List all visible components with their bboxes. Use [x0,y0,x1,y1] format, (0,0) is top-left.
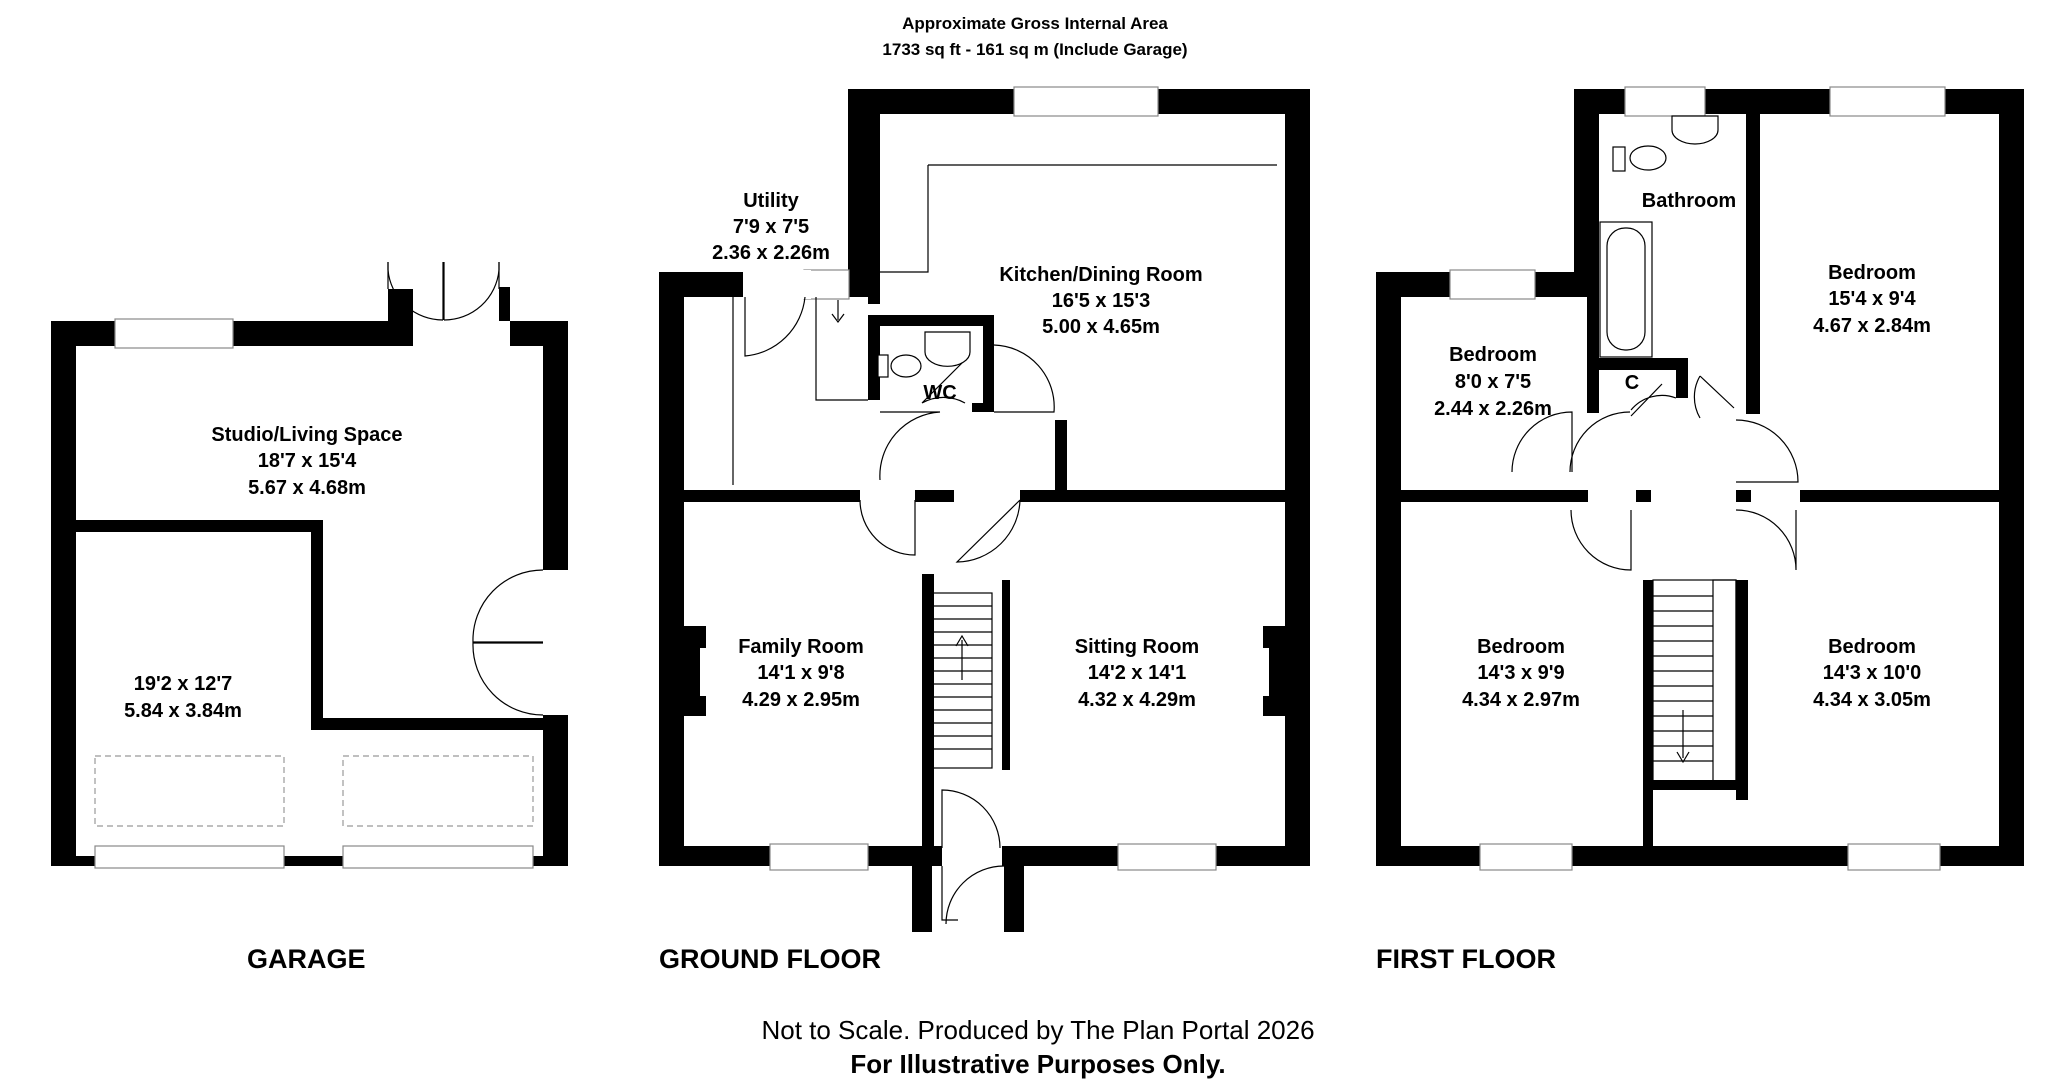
sink [1671,115,1719,145]
window [1449,269,1536,300]
front-door [941,789,1001,849]
window [1479,843,1573,871]
room-metric-bedroom-rear: 4.67 x 2.84m [1813,315,1931,337]
floor-label-first: FIRST FLOOR [1376,944,1556,974]
room-metric-utility: 2.36 x 2.26m [712,242,830,264]
french-door [472,569,544,643]
room-name-bedroom-small: Bedroom [1449,344,1537,366]
room-name-kitchen: Kitchen/Dining Room [999,264,1202,286]
toilet [890,354,922,378]
sink [924,331,971,367]
room-size-garage: 19'2 x 12'7 [134,673,233,695]
room-metric-sitting: 4.32 x 4.29m [1078,689,1196,711]
room-size-studio: 18'7 x 15'4 [258,450,357,472]
room-name-cupboard: C [1625,372,1639,394]
window [1829,86,1946,117]
room-metric-family: 4.29 x 2.95m [742,689,860,711]
room-name-studio: Studio/Living Space [211,424,402,446]
floor-label-ground: GROUND FLOOR [659,944,881,974]
gross-area-title: Approximate Gross Internal Area [902,14,1168,33]
room-name-bathroom: Bathroom [1642,190,1736,212]
room-metric-garage: 5.84 x 3.84m [124,700,242,722]
door [744,296,806,357]
window [114,318,234,349]
room-name-sitting: Sitting Room [1075,636,1199,658]
garage-door [94,845,285,869]
gross-area-value: 1733 sq ft - 161 sq m (Include Garage) [882,40,1187,59]
ground-floor-plan [659,86,1310,932]
room-size-bedroom-small: 8'0 x 7'5 [1455,371,1531,393]
staircase [932,605,992,750]
staircase [1653,595,1713,764]
window [803,269,850,300]
french-door [443,262,500,321]
room-size-kitchen: 16'5 x 15'3 [1052,290,1151,312]
room-size-utility: 7'9 x 7'5 [733,216,809,238]
window [1624,86,1706,117]
room-name-family: Family Room [738,636,864,658]
room-name-utility: Utility [743,190,799,212]
room-size-sitting: 14'2 x 14'1 [1088,662,1187,684]
footer-illustrative: For Illustrative Purposes Only. [850,1049,1225,1079]
room-name-bedroom-front-left: Bedroom [1477,636,1565,658]
room-size-bedroom-rear: 15'4 x 9'4 [1828,288,1916,310]
french-door [387,262,444,321]
room-metric-bedroom-front-right: 4.34 x 3.05m [1813,689,1931,711]
window [1847,843,1941,871]
garage-plan [51,259,571,869]
room-name-bedroom-rear: Bedroom [1828,262,1916,284]
floor-label-garage: GARAGE [247,944,366,974]
french-door [472,642,544,716]
room-metric-bedroom-front-left: 4.34 x 2.97m [1462,689,1580,711]
room-name-bedroom-front-right: Bedroom [1828,636,1916,658]
room-size-family: 14'1 x 9'8 [757,662,844,684]
room-size-bedroom-front-right: 14'3 x 10'0 [1823,662,1922,684]
room-metric-kitchen: 5.00 x 4.65m [1042,316,1160,338]
room-metric-studio: 5.67 x 4.68m [248,477,366,499]
window [1117,843,1217,871]
room-name-wc: WC [923,382,956,404]
footer-disclaimer: Not to Scale. Produced by The Plan Porta… [761,1015,1314,1045]
first-floor-plan [1376,86,2024,871]
window [1013,86,1159,117]
room-size-bedroom-front-left: 14'3 x 9'9 [1477,662,1564,684]
garage-door [342,845,534,869]
window [769,843,869,871]
room-metric-bedroom-small: 2.44 x 2.26m [1434,398,1552,420]
toilet [1629,145,1667,171]
